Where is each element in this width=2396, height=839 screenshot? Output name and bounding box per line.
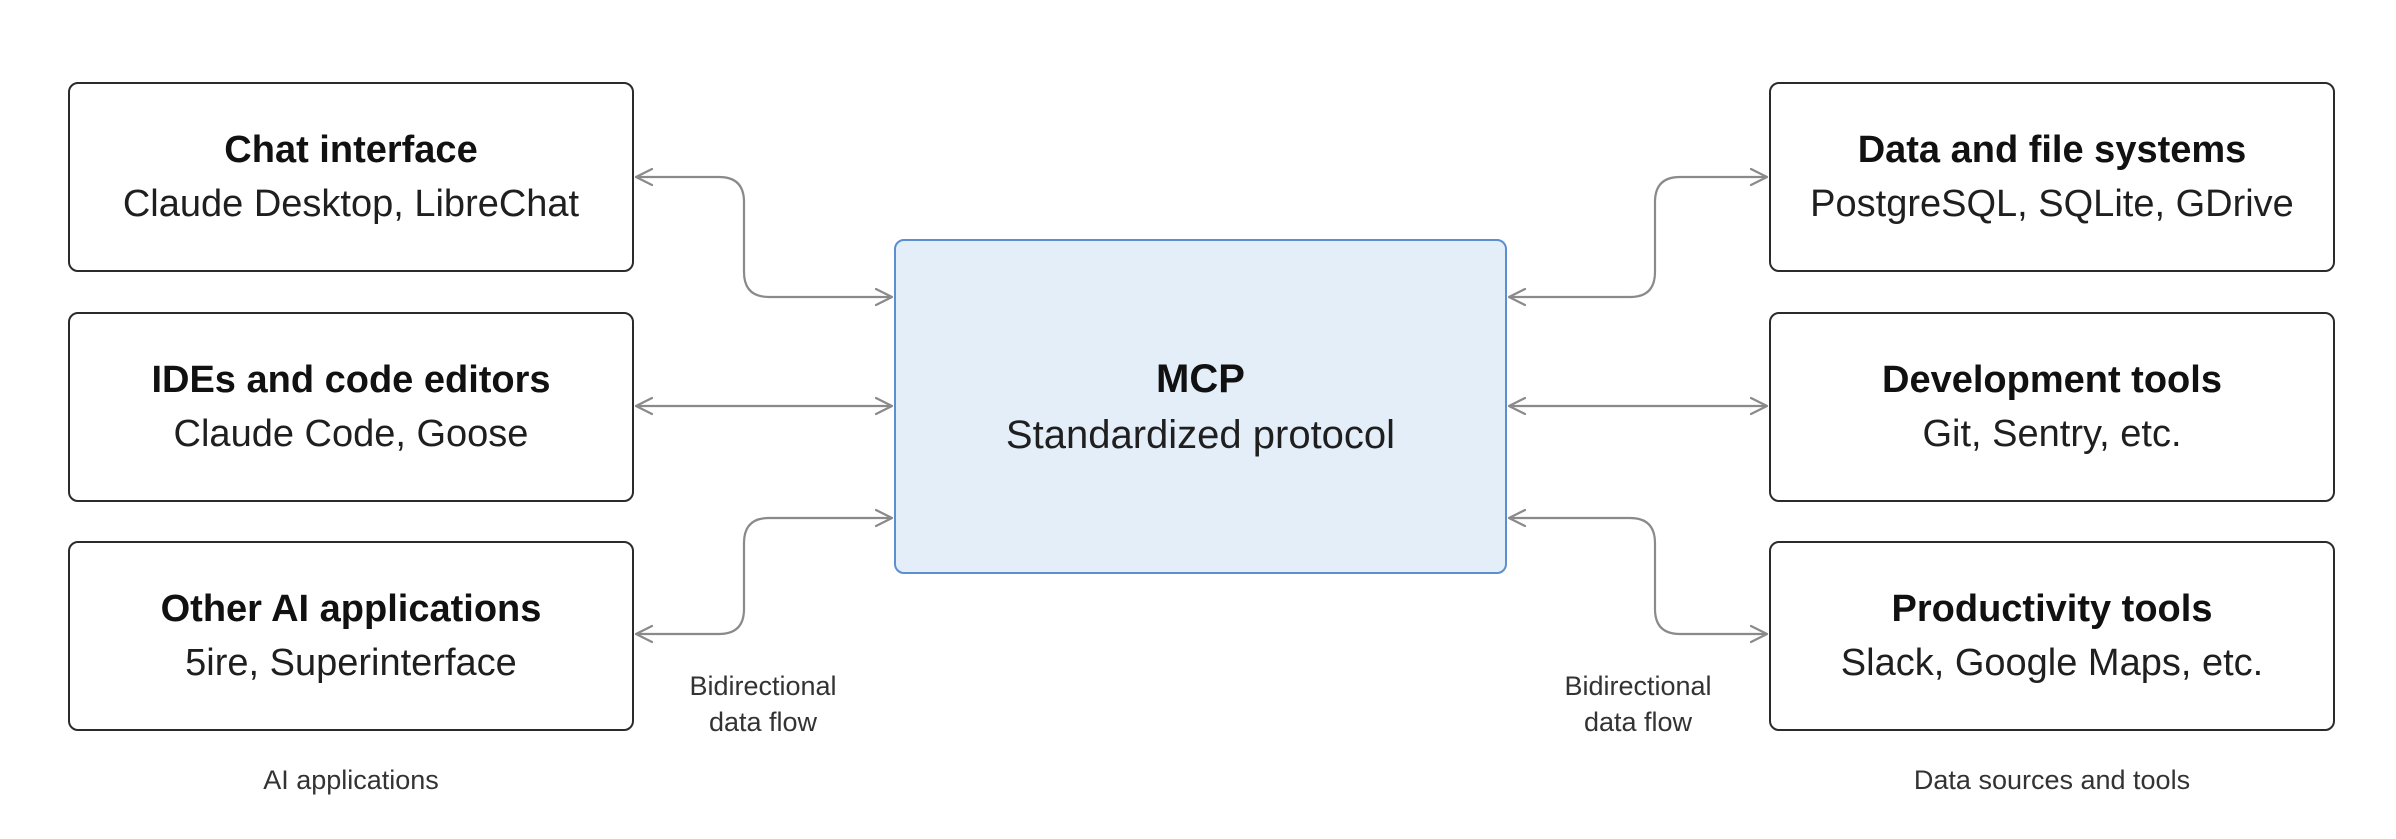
connector-chat-interface-to-mcp [636,177,892,297]
flow-label-line1: Bidirectional [1564,671,1712,701]
box-subtitle: Slack, Google Maps, etc. [1840,642,2264,684]
mcp-subtitle: Standardized protocol [1005,412,1396,457]
left-flow-label: Bidirectional data flow [653,668,873,740]
development-tools-box: Development tools Git, Sentry, etc. [1769,312,2335,502]
ides-code-editors-box: IDEs and code editors Claude Code, Goose [68,312,634,502]
box-title: Other AI applications [160,588,542,630]
right-flow-label: Bidirectional data flow [1528,668,1748,740]
flow-label-line2: data flow [1583,707,1693,737]
connector-mcp-to-productivity [1509,518,1767,634]
box-title: Development tools [1882,359,2222,401]
box-subtitle: 5ire, Superinterface [185,642,517,684]
other-ai-applications-box: Other AI applications 5ire, Superinterfa… [68,541,634,731]
flow-label-line2: data flow [708,707,818,737]
box-subtitle: Git, Sentry, etc. [1922,413,2182,455]
mcp-center-box: MCP Standardized protocol [894,239,1507,574]
connector-mcp-to-data-files [1509,177,1767,297]
box-subtitle: Claude Desktop, LibreChat [122,183,580,225]
data-file-systems-box: Data and file systems PostgreSQL, SQLite… [1769,82,2335,272]
box-title: Productivity tools [1891,588,2213,630]
box-title: IDEs and code editors [151,359,551,401]
box-subtitle: PostgreSQL, SQLite, GDrive [1810,183,2294,225]
box-subtitle: Claude Code, Goose [173,413,529,455]
mcp-title: MCP [1156,356,1245,401]
box-title: Chat interface [224,129,478,171]
chat-interface-box: Chat interface Claude Desktop, LibreChat [68,82,634,272]
productivity-tools-box: Productivity tools Slack, Google Maps, e… [1769,541,2335,731]
connector-other-ai-to-mcp [636,518,892,634]
box-title: Data and file systems [1857,129,2247,171]
ai-applications-group-label: AI applications [263,765,439,795]
flow-label-line1: Bidirectional [689,671,837,701]
data-sources-group-label: Data sources and tools [1913,765,2191,795]
